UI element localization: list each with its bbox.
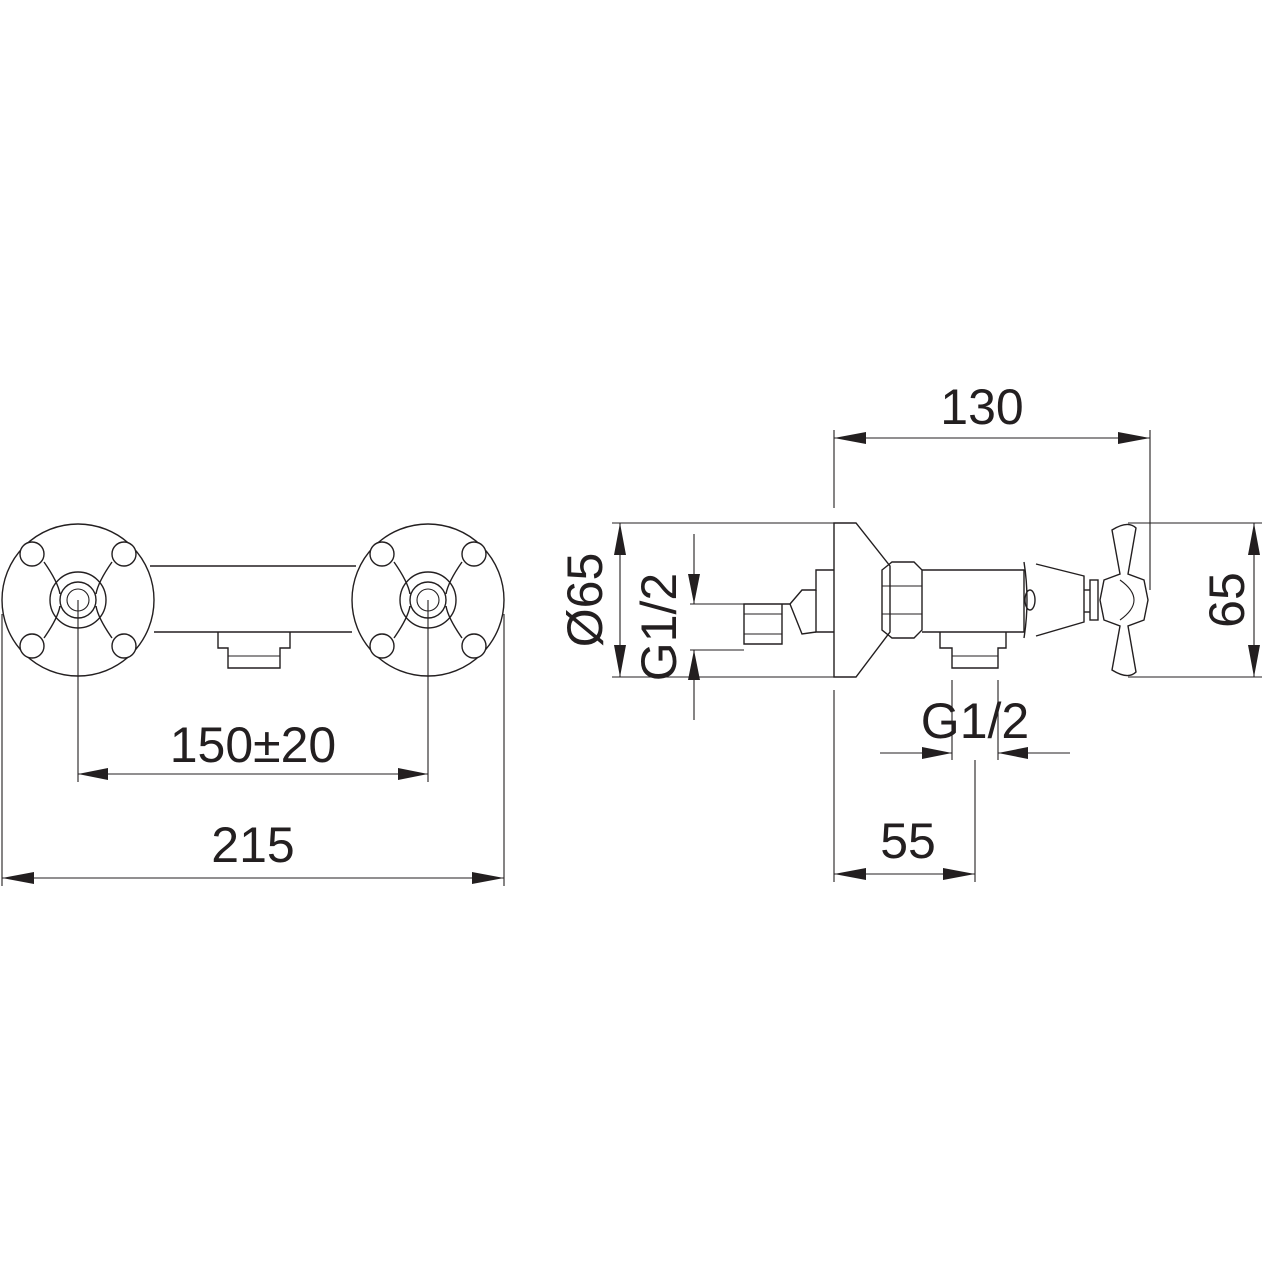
dimension-height: 65 xyxy=(1128,522,1262,678)
dimension-inlet-thread: G1/2 xyxy=(631,534,744,720)
center-distance-label: 150±20 xyxy=(170,717,336,773)
right-cross-handle xyxy=(351,523,505,677)
dimension-center-distance: 150±20 xyxy=(77,600,429,782)
front-view: 150±20 215 xyxy=(1,523,505,886)
dimension-total-width: 215 xyxy=(1,614,505,886)
side-view: 130 Ø65 G1/2 G1 xyxy=(557,379,1262,882)
outlet-offset-label: 55 xyxy=(880,813,936,869)
outlet-thread-label: G1/2 xyxy=(921,693,1029,749)
height-label: 65 xyxy=(1199,572,1255,628)
dimension-diameter: Ø65 xyxy=(557,522,834,678)
inlet-thread-label: G1/2 xyxy=(631,573,687,681)
total-width-label: 215 xyxy=(211,817,294,873)
diameter-label: Ø65 xyxy=(557,553,613,648)
dimension-outlet-thread: G1/2 xyxy=(880,680,1070,760)
dimension-outlet-offset: 55 xyxy=(833,690,976,882)
depth-label: 130 xyxy=(940,379,1023,435)
dimension-depth: 130 xyxy=(833,379,1151,590)
